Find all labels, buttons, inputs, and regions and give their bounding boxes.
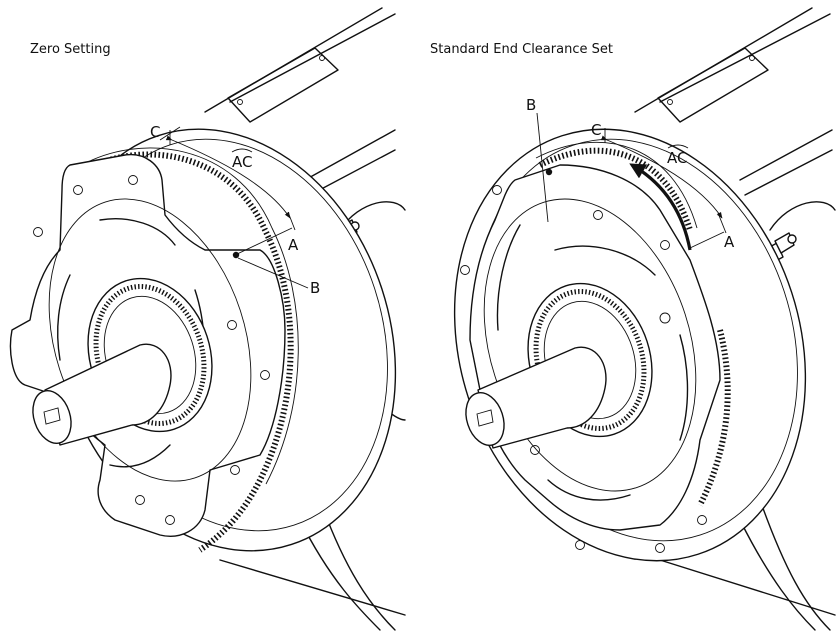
- arc-overbar: [667, 144, 689, 149]
- panel-standard-end-clearance: Standard End Clearance Set: [430, 7, 836, 631]
- label-b: B: [310, 279, 320, 297]
- arc-ac-dimension: [600, 135, 723, 219]
- motor-shaft: [465, 346, 607, 449]
- point-b: [232, 251, 240, 259]
- leader-b: [237, 257, 309, 289]
- arc-ac-dimension: [165, 135, 291, 219]
- label-b: B: [526, 96, 536, 114]
- marker-a: [717, 212, 727, 234]
- rotation-arrow: [629, 163, 692, 251]
- leader-a: [234, 227, 293, 256]
- label-c: C: [150, 123, 160, 141]
- marker-a: [287, 211, 296, 231]
- leader-a: [689, 231, 725, 249]
- panel-title: Standard End Clearance Set: [430, 42, 613, 57]
- panel-title: Zero Setting: [30, 42, 111, 57]
- panel-zero-setting: Zero Setting: [9, 7, 406, 631]
- label-a: A: [288, 236, 299, 254]
- label-ac: AC: [667, 149, 687, 167]
- label-c: C: [591, 121, 601, 139]
- label-ac: AC: [232, 153, 252, 171]
- label-a: A: [724, 233, 735, 251]
- annotation-left: C AC A B: [150, 123, 320, 297]
- point-b: [545, 168, 553, 176]
- arc-overbar: [231, 148, 253, 153]
- annotation-right: B C AC A: [526, 96, 735, 251]
- leader-b: [536, 112, 549, 223]
- motor-shaft: [32, 343, 172, 446]
